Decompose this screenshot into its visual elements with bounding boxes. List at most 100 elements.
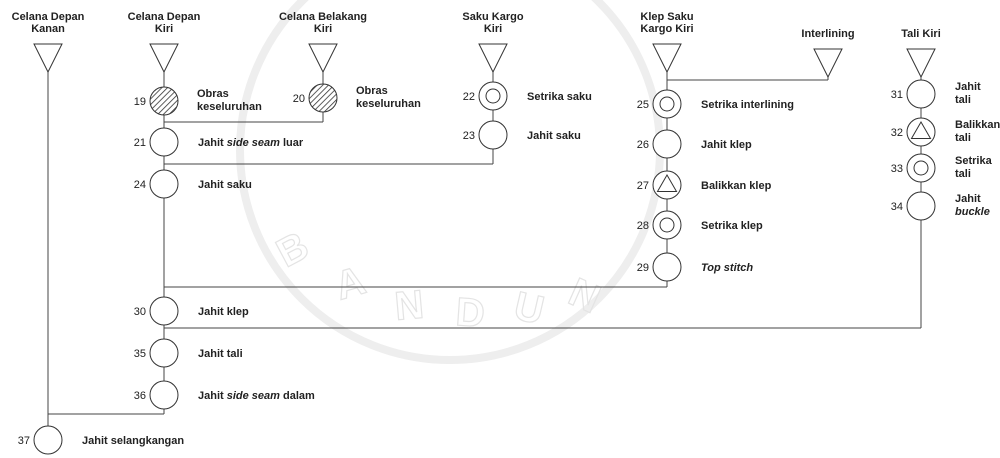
operation-circle-icon bbox=[149, 169, 179, 199]
watermark-letter: N bbox=[562, 270, 610, 324]
operation-label: tali bbox=[955, 168, 971, 180]
operation-30: 30 Jahit klep bbox=[134, 296, 249, 326]
operation-21: 21 Jahit side seam luar bbox=[134, 127, 304, 157]
operation-number: 34 bbox=[891, 201, 903, 213]
operation-23: 23 Jahit saku bbox=[463, 120, 581, 150]
operation-circle-icon bbox=[149, 338, 179, 368]
source-title: Tali Kiri bbox=[901, 28, 941, 40]
operation-number: 35 bbox=[134, 348, 146, 360]
inventory-triangle-icon bbox=[652, 43, 682, 74]
watermark-letter: A bbox=[330, 257, 374, 308]
operation-label: Setrika bbox=[955, 155, 993, 167]
operation-label: Setrika klep bbox=[701, 220, 763, 232]
operation-circle-icon bbox=[906, 79, 936, 109]
operation-29: 29 Top stitch bbox=[637, 252, 753, 282]
operation-35: 35 Jahit tali bbox=[134, 338, 243, 368]
inventory-triangle-icon bbox=[478, 43, 508, 74]
double-circle-icon bbox=[906, 153, 936, 183]
operation-number: 25 bbox=[637, 99, 649, 111]
source-title: Kiri bbox=[314, 23, 332, 35]
operation-number: 33 bbox=[891, 163, 903, 175]
operation-label: Jahit side seam dalam bbox=[198, 390, 315, 402]
inventory-triangle-icon bbox=[906, 48, 936, 79]
operation-number: 31 bbox=[891, 89, 903, 101]
hatched-operation-circle-icon bbox=[149, 86, 179, 116]
watermark-letter: D bbox=[454, 290, 490, 336]
operation-label: tali bbox=[955, 94, 971, 106]
operation-label: Balikkan klep bbox=[701, 180, 772, 192]
operation-number: 27 bbox=[637, 180, 649, 192]
double-circle-icon bbox=[652, 89, 682, 119]
operation-circle-icon bbox=[149, 380, 179, 410]
operation-number: 24 bbox=[134, 179, 146, 191]
operation-25: 25 Setrika interlining bbox=[637, 89, 794, 119]
double-circle-icon bbox=[652, 210, 682, 240]
operation-label: Jahit klep bbox=[701, 139, 752, 151]
operation-number: 21 bbox=[134, 137, 146, 149]
operation-number: 30 bbox=[134, 306, 146, 318]
operation-label: keseluruhan bbox=[197, 101, 262, 113]
operation-circle-icon bbox=[652, 252, 682, 282]
operation-label: Jahit side seam luar bbox=[198, 137, 304, 149]
operation-24: 24 Jahit saku bbox=[134, 169, 252, 199]
operation-circle-icon bbox=[906, 191, 936, 221]
hatched-operation-circle-icon bbox=[308, 83, 338, 113]
operation-number: 28 bbox=[637, 220, 649, 232]
operation-circle-icon bbox=[478, 120, 508, 150]
operation-22: 22 Setrika saku bbox=[463, 81, 592, 111]
operation-label: Setrika interlining bbox=[701, 99, 794, 111]
source-title: Kargo Kiri bbox=[640, 23, 693, 35]
operation-label: Jahit selangkangan bbox=[82, 435, 184, 447]
operation-label: Obras bbox=[197, 88, 229, 100]
operation-circle-icon bbox=[149, 296, 179, 326]
source-title: Saku Kargo bbox=[462, 11, 523, 23]
operation-label: Top stitch bbox=[701, 262, 753, 274]
watermark-letter: U bbox=[510, 284, 552, 334]
operation-number: 32 bbox=[891, 127, 903, 139]
operation-label: Jahit bbox=[955, 81, 981, 93]
operation-circle-icon bbox=[652, 129, 682, 159]
operation-circle-icon bbox=[33, 425, 63, 455]
source-title: Interlining bbox=[801, 28, 854, 40]
operation-number: 37 bbox=[18, 435, 30, 447]
operation-label: Jahit saku bbox=[198, 179, 252, 191]
source-title: Celana Depan bbox=[12, 11, 85, 23]
triangle-in-circle-icon bbox=[652, 170, 682, 200]
source-title: Celana Depan bbox=[128, 11, 201, 23]
operation-37: 37 Jahit selangkangan bbox=[18, 425, 184, 455]
inventory-triangle-icon bbox=[308, 43, 338, 74]
operation-label: Setrika saku bbox=[527, 91, 592, 103]
operation-label: Jahit saku bbox=[527, 130, 581, 142]
operation-36: 36 Jahit side seam dalam bbox=[134, 380, 315, 410]
operation-label: Jahit tali bbox=[198, 348, 243, 360]
operation-number: 29 bbox=[637, 262, 649, 274]
university-watermark: B A N D U N bbox=[236, 0, 664, 364]
operation-label: keseluruhan bbox=[356, 98, 421, 110]
operation-28: 28 Setrika klep bbox=[637, 210, 763, 240]
watermark-letter: N bbox=[393, 282, 430, 329]
source-title: Celana Belakang bbox=[279, 11, 367, 23]
operation-label: Jahit klep bbox=[198, 306, 249, 318]
operation-number: 23 bbox=[463, 130, 475, 142]
operation-number: 36 bbox=[134, 390, 146, 402]
source-title: Klep Saku bbox=[640, 11, 693, 23]
source-tali-kiri: Tali Kiri bbox=[901, 28, 941, 79]
operation-27: 27 Balikkan klep bbox=[637, 170, 772, 200]
source-title: Kanan bbox=[31, 23, 65, 35]
operation-label: Jahit bbox=[955, 193, 981, 205]
source-interlining: Interlining bbox=[801, 28, 855, 79]
inventory-triangle-icon bbox=[149, 43, 179, 74]
operation-number: 22 bbox=[463, 91, 475, 103]
inventory-triangle-icon bbox=[813, 48, 843, 79]
